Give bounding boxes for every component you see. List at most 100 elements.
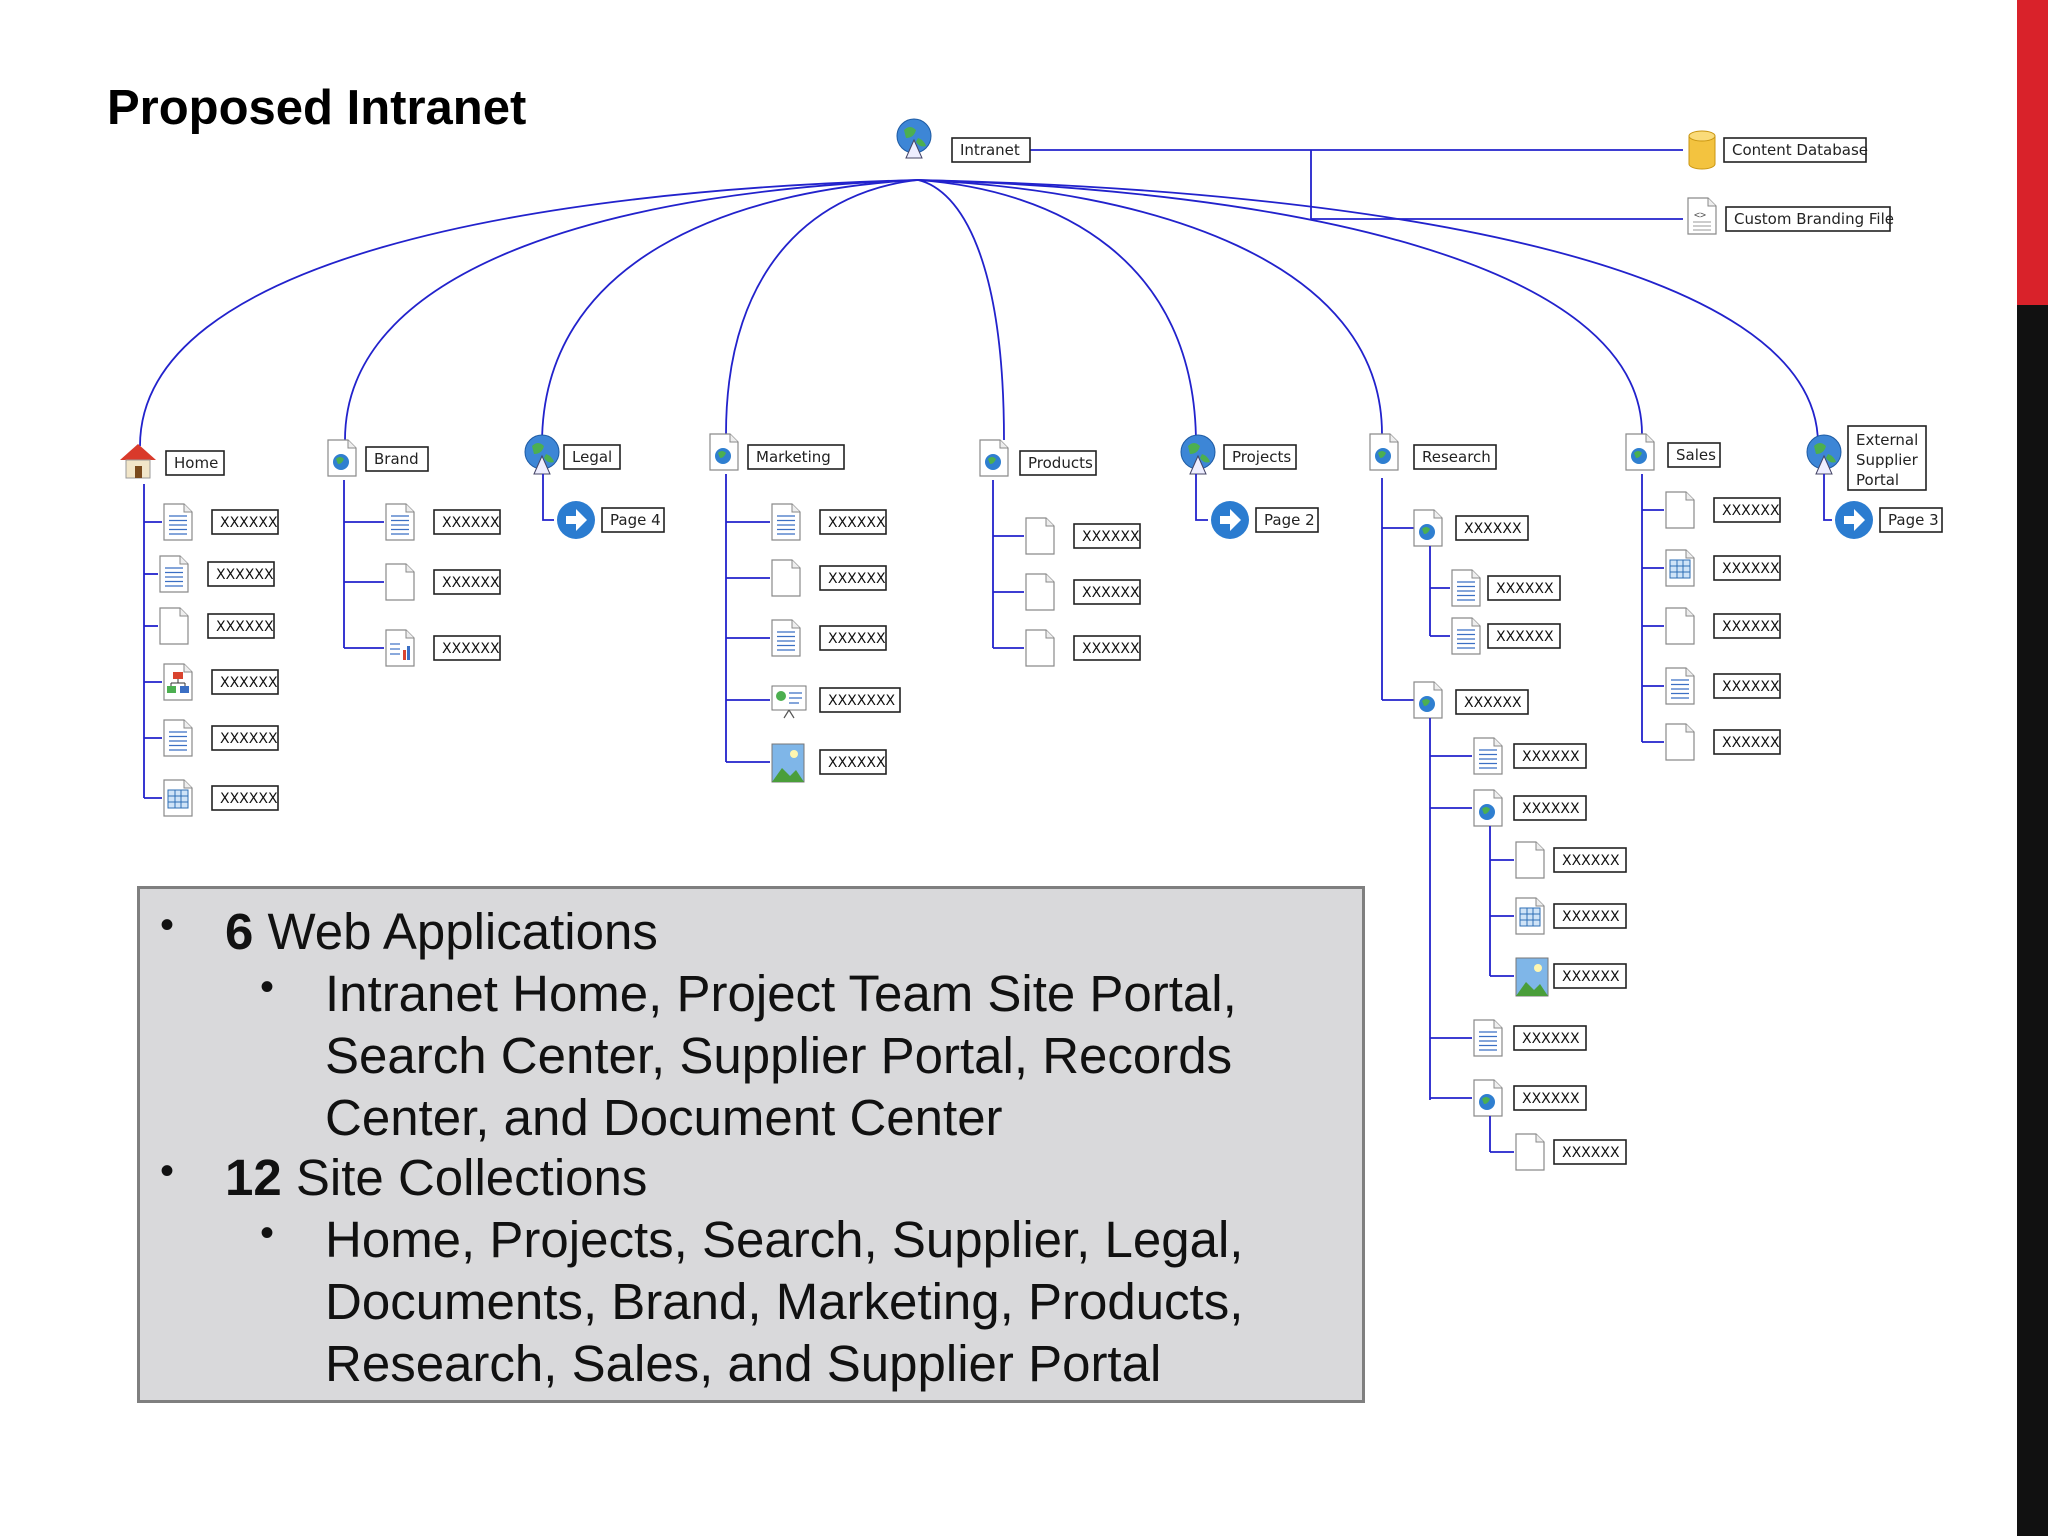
side-label: Content Database [1732,141,1868,159]
child-label: XXXXXX [1562,969,1620,985]
bullet-site-collections-line-1: Home, Projects, Search, Supplier, Legal, [325,1211,1244,1268]
blank-page-icon [1025,517,1055,555]
child-label-box [819,625,887,651]
document-icon [163,503,193,541]
blank-page-icon [385,563,415,601]
bullet-web-apps-line-2: Search Center, Supplier Portal, Records [325,1027,1233,1084]
child-label-box [1073,635,1141,661]
child-label: XXXXXX [828,755,886,771]
globe-site-icon [524,434,560,475]
blank-page-icon [1515,841,1545,879]
bullet-site-collections-line-2: Documents, Brand, Marketing, Products, [325,1273,1244,1330]
child-label-box [819,565,887,591]
site-page-icon [979,439,1009,477]
bullet-marker: • [260,1211,275,1255]
connector-line [1195,474,1208,521]
workflow-icon [163,663,193,701]
child-label: XXXXXX [1464,521,1522,537]
document-icon [1665,667,1695,705]
connector-line [542,474,554,521]
document-icon [159,555,189,593]
connector-curve [541,179,919,445]
child-label-box [211,785,279,811]
bullet-marker: • [160,1149,175,1193]
child-label-box [1713,497,1781,523]
document-icon [1451,569,1481,607]
branch-label-box [1413,444,1497,470]
site-page-icon [1473,1079,1503,1117]
child-label-box [1255,507,1319,533]
bullet-site-collections: 12 Site Collections [225,1149,648,1206]
root-label-box [951,137,1031,163]
child-label: XXXXXX [1522,801,1580,817]
child-label-box [211,669,279,695]
child-label: XXXXXX [1082,585,1140,601]
child-label: XXXXXX [220,731,278,747]
child-label-box [819,509,887,535]
branch-label-box [1667,442,1721,468]
child-label: Page 2 [1264,511,1315,529]
document-icon [1473,737,1503,775]
branch-label: Projects [1232,448,1291,466]
report-icon [385,629,415,667]
document-icon [385,503,415,541]
side-label-box [1723,137,1867,163]
branch-label-box [365,446,429,472]
connector-curve [917,179,1643,435]
child-label: XXXXXX [216,567,274,583]
branch-label-line: Portal [1856,471,1899,489]
child-label: XXXXXX [442,641,500,657]
child-label-box [433,509,501,535]
connector-curve [139,179,919,447]
child-label: XXXXXX [1562,853,1620,869]
accent-bar-black [2017,305,2048,1536]
child-label: XXXXXX [828,571,886,587]
child-label: XXXXXX [1082,529,1140,545]
document-icon [771,619,801,657]
connector-curve [344,179,919,441]
child-label: XXXXXX [442,515,500,531]
connector-curve [725,179,919,435]
child-label: Page 3 [1888,511,1939,529]
connector-line [1823,474,1832,521]
child-label: XXXXXX [1082,641,1140,657]
blank-page-icon [1665,723,1695,761]
child-label: XXXXXX [1722,679,1780,695]
side-label-box [1725,206,1891,232]
blank-page-icon [1665,491,1695,529]
child-label-box [1455,689,1529,715]
blank-page-icon [1515,1133,1545,1171]
site-page-icon [1625,433,1655,471]
child-label: XXXXXX [442,575,500,591]
child-label: XXXXXX [1522,1031,1580,1047]
svg-text:<>: <> [1694,210,1706,221]
child-label-box [819,687,901,713]
document-icon [771,503,801,541]
globe-site-icon [1180,434,1216,475]
connector-curve [917,179,1383,435]
branch-label-box [1019,450,1097,476]
child-label-box [1513,795,1587,821]
site-page-icon [327,439,357,477]
site-page-icon [709,433,739,471]
child-label: XXXXXX [220,675,278,691]
child-label-box [1513,743,1587,769]
branch-label-box [563,444,621,470]
globe-site-icon [1806,434,1842,475]
database-icon [1688,130,1716,170]
blank-page-icon [159,607,189,645]
link-arrow-icon [1835,501,1873,539]
code-file-icon: <> [1687,197,1717,235]
document-icon [1451,617,1481,655]
spreadsheet-icon [1665,549,1695,587]
child-label: XXXXXX [1562,909,1620,925]
child-label-box [1553,847,1627,873]
blank-page-icon [1025,629,1055,667]
child-label: XXXXXX [828,631,886,647]
child-label: XXXXXX [1522,749,1580,765]
connector-curve [917,179,1005,441]
child-label: XXXXXX [220,791,278,807]
link-arrow-icon [1211,501,1249,539]
child-label: XXXXXX [1722,735,1780,751]
